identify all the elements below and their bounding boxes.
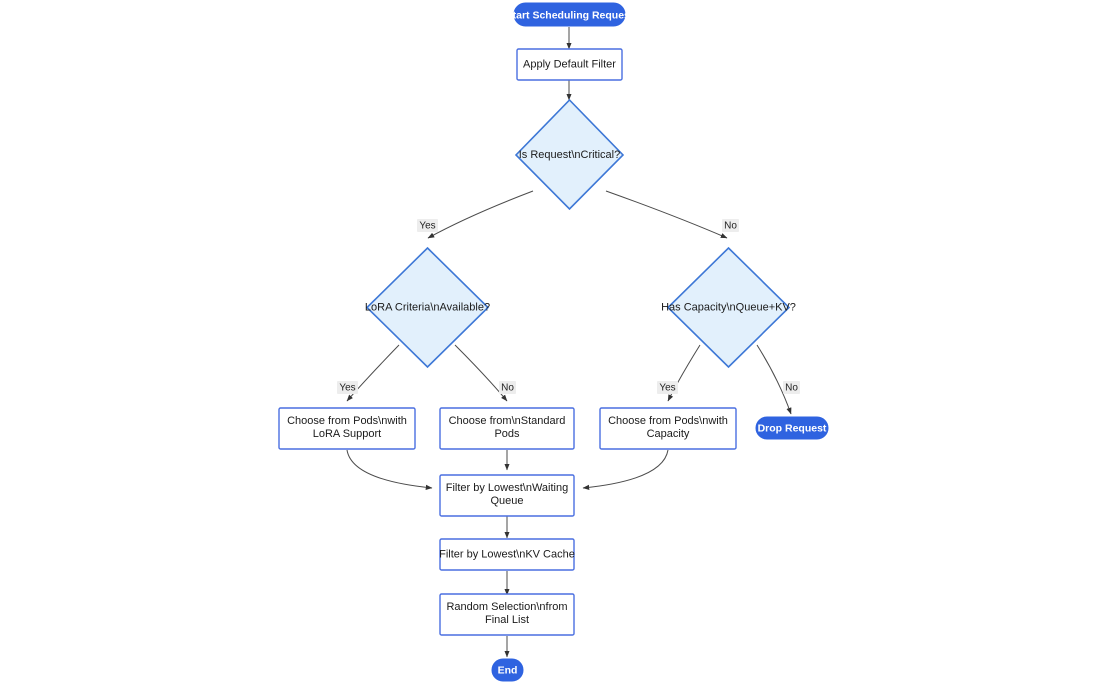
edge-label-layer: Yes No Yes No Yes No [337,219,800,394]
edge-is-request-critical-yes-to-lora-criteria [427,190,534,239]
node-end-label: End [498,664,518,676]
node-end[interactable]: End [491,658,524,682]
edge-label-lora-no-text: No [501,383,514,394]
node-choose-lora-pods[interactable]: Choose from Pods\nwith LoRA Support [278,407,416,450]
node-start[interactable]: Start Scheduling Request [506,2,634,27]
edge-choose-capacity-pods-to-filter-waiting-queue [582,449,669,490]
node-lora-criteria-available[interactable]: LoRA Criteria\nAvailable? [365,246,490,369]
node-choose-capacity-pods-shape[interactable] [599,407,737,450]
node-random-selection-shape[interactable] [439,593,575,636]
node-filter-kv-cache-shape[interactable] [439,538,575,571]
node-filter-waiting-queue-label-line2: Queue [490,495,523,507]
node-choose-standard-pods-label-line2: Pods [494,428,520,440]
node-choose-capacity-pods[interactable]: Choose from Pods\nwith Capacity [599,407,737,450]
node-random-selection-label-line2: Final List [485,614,529,626]
node-layer: Start Scheduling Request Apply Default F… [278,2,829,682]
edge-label-capacity-no-text: No [785,383,798,394]
edge-lora-criteria-no-to-choose-standard-pods [454,344,508,402]
node-filter-kv-cache[interactable]: Filter by Lowest\nKV Cache [439,538,575,571]
node-apply-default-filter-label: Apply Default Filter [523,58,616,70]
node-random-selection[interactable]: Random Selection\nfrom Final List [439,593,575,636]
edge-label-capacity-yes: Yes [657,381,678,394]
node-choose-lora-pods-label-line1: Choose from Pods\nwith [287,415,407,427]
edge-label-capacity-yes-text: Yes [659,383,675,394]
node-choose-standard-pods-label-line1: Choose from\nStandard [449,415,566,427]
node-lora-criteria-available-shape[interactable] [365,246,490,369]
node-choose-standard-pods[interactable]: Choose from\nStandard Pods [439,407,575,450]
node-choose-standard-pods-shape[interactable] [439,407,575,450]
node-drop-request-shape[interactable] [755,416,829,440]
node-is-request-critical-label: Is Request\nCritical? [519,149,621,161]
node-end-shape[interactable] [491,658,524,682]
node-lora-criteria-available-label: LoRA Criteria\nAvailable? [365,301,490,313]
node-start-label: Start Scheduling Request [506,9,634,21]
node-has-capacity-shape[interactable] [666,246,791,369]
edge-label-lora-yes: Yes [337,381,358,394]
node-apply-default-filter-shape[interactable] [516,48,623,81]
node-is-request-critical[interactable]: Is Request\nCritical? [514,98,625,211]
edge-layer [346,27,792,658]
node-random-selection-label-line1: Random Selection\nfrom [446,601,567,613]
node-choose-capacity-pods-label-line1: Choose from Pods\nwith [608,415,728,427]
edge-label-critical-yes: Yes [417,219,438,232]
edge-label-lora-yes-text: Yes [339,383,355,394]
node-has-capacity-label: Has Capacity\nQueue+KV? [661,301,796,313]
node-apply-default-filter[interactable]: Apply Default Filter [516,48,623,81]
node-choose-capacity-pods-label-line2: Capacity [647,428,690,440]
node-choose-lora-pods-shape[interactable] [278,407,416,450]
node-choose-lora-pods-label-line2: LoRA Support [313,428,382,440]
edge-label-critical-no-text: No [724,221,737,232]
edge-label-critical-yes-text: Yes [419,221,435,232]
node-filter-waiting-queue[interactable]: Filter by Lowest\nWaiting Queue [439,474,575,517]
node-has-capacity[interactable]: Has Capacity\nQueue+KV? [661,246,796,369]
node-filter-waiting-queue-shape[interactable] [439,474,575,517]
node-is-request-critical-shape[interactable] [514,98,625,211]
edge-lora-criteria-yes-to-choose-lora-pods [346,344,400,402]
node-filter-kv-cache-label: Filter by Lowest\nKV Cache [439,548,575,560]
node-drop-request[interactable]: Drop Request [755,416,829,440]
edge-has-capacity-yes-to-choose-capacity-pods [667,344,701,402]
edge-label-capacity-no: No [783,381,800,394]
edge-choose-lora-pods-to-filter-waiting-queue [346,449,433,490]
edge-has-capacity-no-to-drop-request [756,344,792,415]
edge-is-request-critical-no-to-has-capacity [605,190,728,239]
edge-label-critical-no: No [722,219,739,232]
node-start-shape[interactable] [513,2,626,27]
edge-label-lora-no: No [499,381,516,394]
node-filter-waiting-queue-label-line1: Filter by Lowest\nWaiting [446,482,568,494]
node-drop-request-label: Drop Request [758,422,827,434]
